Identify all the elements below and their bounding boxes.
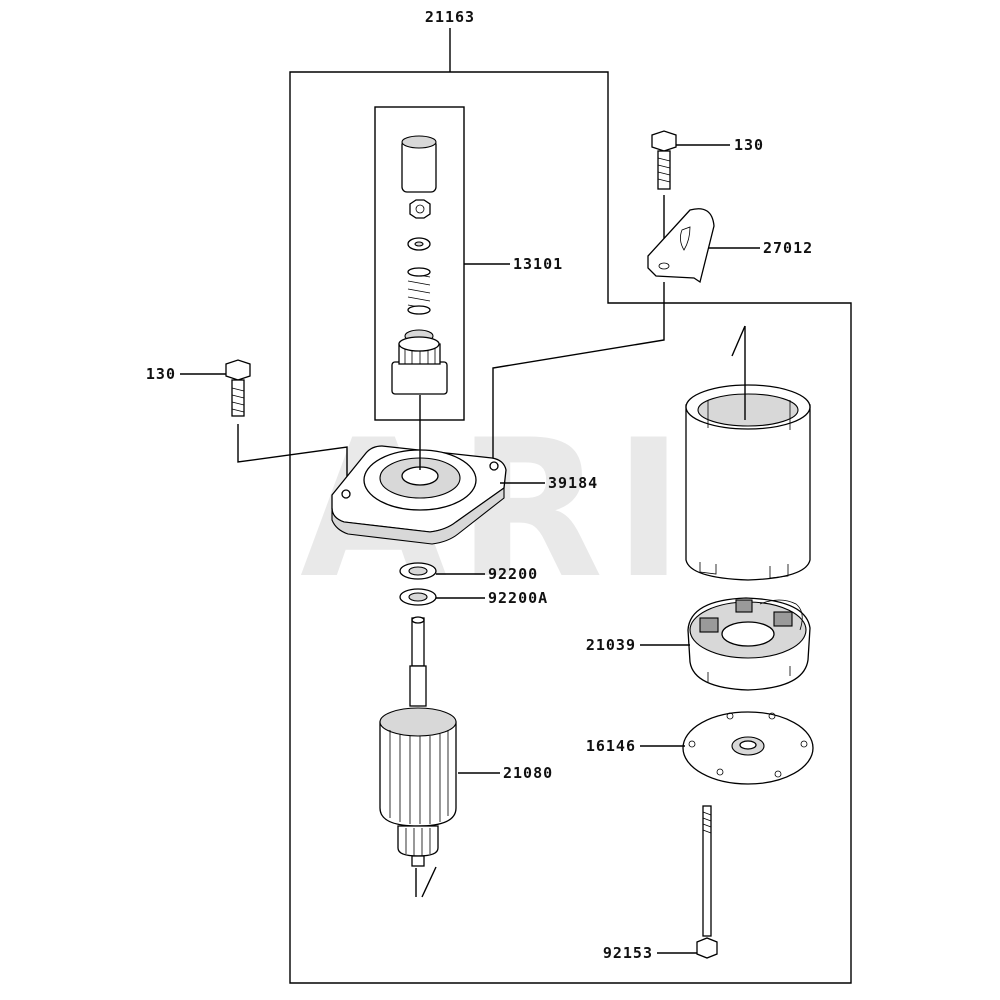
label-washer-1: 92200 [488, 565, 538, 583]
label-assembly: 21163 [425, 8, 475, 26]
armature-tick [421, 866, 437, 898]
washer-2 [399, 588, 437, 606]
label-through-bolt: 92153 [603, 944, 653, 962]
pinion-stop-cap [401, 135, 437, 193]
through-bolt [696, 805, 718, 959]
leader-lines [180, 144, 760, 954]
spring [407, 267, 431, 315]
armature [379, 616, 457, 867]
bracket [647, 208, 715, 284]
label-housing: 39184 [548, 474, 598, 492]
brush-holder [687, 597, 811, 691]
bracket-guide [492, 282, 665, 462]
label-brush-holder: 21039 [586, 636, 636, 654]
small-washer [407, 237, 431, 251]
yoke-tick [731, 325, 746, 357]
assembly-frame [289, 28, 852, 984]
label-drive-kit: 13101 [513, 255, 563, 273]
bolt-left [225, 359, 251, 417]
pinion-gear [391, 329, 448, 395]
nut [409, 199, 431, 219]
yoke [685, 384, 811, 581]
label-bolt-left: 130 [146, 365, 176, 383]
washer-1 [399, 562, 437, 580]
label-armature: 21080 [503, 764, 553, 782]
end-plate [682, 711, 814, 785]
label-bolt-top: 130 [734, 136, 764, 154]
drive-end-housing [331, 445, 507, 545]
label-end-plate: 16146 [586, 737, 636, 755]
label-washer-2: 92200A [488, 589, 548, 607]
label-bracket: 27012 [763, 239, 813, 257]
bolt-top [651, 130, 677, 190]
bolt-left-guide [237, 424, 348, 490]
